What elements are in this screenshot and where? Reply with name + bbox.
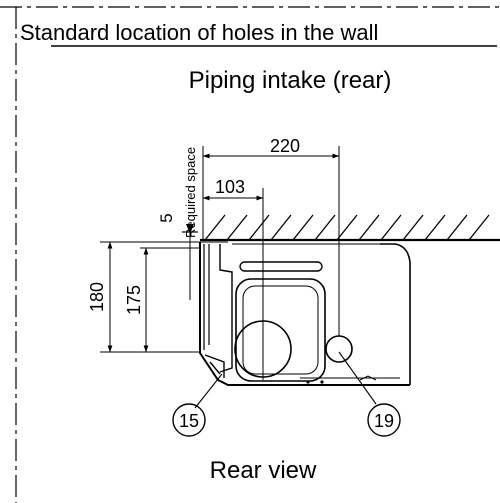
dimension-103-label: 103 xyxy=(215,177,245,197)
clearance-dimension: 5 Required space xyxy=(157,147,228,300)
diagram-title: Standard location of holes in the wall xyxy=(20,20,378,45)
clearance-label: 5 xyxy=(157,213,176,222)
unit-body xyxy=(199,242,411,386)
wall-hatching xyxy=(200,214,500,242)
dimension-175: 175 xyxy=(124,247,200,353)
callout-19: 19 xyxy=(338,351,401,437)
view-caption: Rear view xyxy=(210,457,317,484)
top-slot xyxy=(239,261,323,272)
diagram-subtitle: Piping intake (rear) xyxy=(189,67,392,94)
callout-19-label: 19 xyxy=(374,411,394,431)
callout-15-label: 15 xyxy=(179,411,199,431)
callout-15: 15 xyxy=(172,373,223,437)
dimension-180-label: 180 xyxy=(87,282,107,312)
small-hole xyxy=(325,335,353,363)
dimension-180: 180 xyxy=(87,241,200,353)
dimension-220: 220 xyxy=(202,136,340,336)
dimension-103: 103 xyxy=(202,177,264,380)
pipe-channel xyxy=(235,278,326,382)
frame-border xyxy=(0,6,500,503)
dimension-175-label: 175 xyxy=(124,285,144,315)
required-space-label: Required space xyxy=(183,147,198,238)
dimension-220-label: 220 xyxy=(270,136,300,156)
